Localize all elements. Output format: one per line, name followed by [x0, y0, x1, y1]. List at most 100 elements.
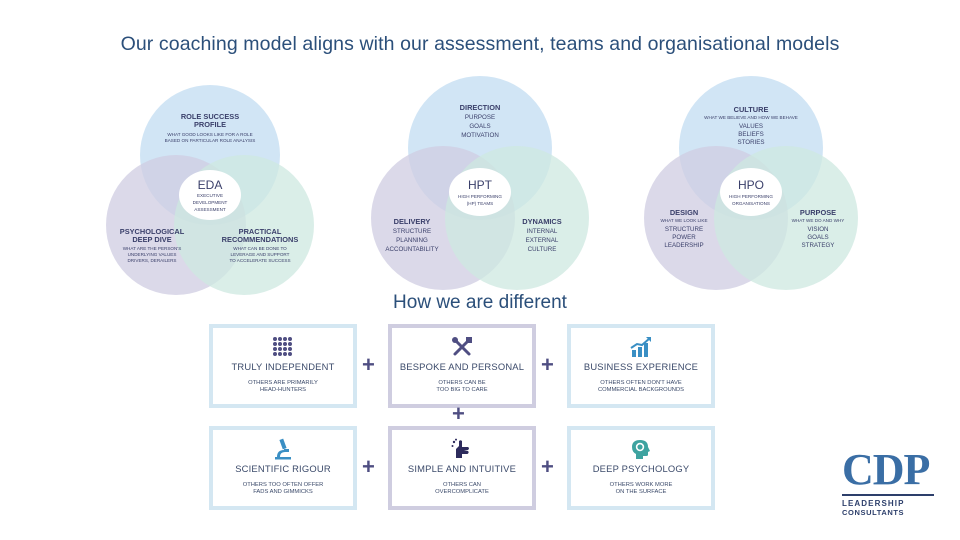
role-success-desc-2: BASED ON PARTICULAR ROLE ANALYSIS [165, 138, 256, 143]
practical-desc-1: WHAT CAN BE DONE TO [233, 246, 287, 251]
card-desc-line-1: OTHERS OFTEN DON'T HAVE [600, 380, 682, 386]
direction-l2: GOALS [469, 123, 490, 130]
card-desc-line-1: OTHERS CAN BE [438, 380, 486, 386]
direction-l1: PURPOSE [465, 114, 495, 121]
design-l1: STRUCTURE [665, 226, 703, 233]
card-business-experience: BUSINESS EXPERIENCE OTHERS OFTEN DON'T H… [567, 324, 715, 408]
purpose-l3: STRATEGY [802, 242, 835, 249]
venn-diagrams: ROLE SUCCESS PROFILE WHAT GOOD LOOKS LIK… [106, 76, 858, 295]
culture-l2: BELIEFS [738, 131, 763, 138]
delivery-l1: STRUCTURE [393, 228, 431, 235]
card-truly-independent: TRULY INDEPENDENT OTHERS ARE PRIMARILY H… [209, 324, 357, 408]
culture-heading: CULTURE [734, 105, 769, 114]
card-bespoke-personal: BESPOKE AND PERSONAL OTHERS CAN BE TOO B… [388, 324, 536, 408]
eda-sub-2: DEVELOPMENT [193, 200, 228, 205]
brain-head-icon [571, 438, 711, 460]
practical-desc-2: LEVERAGE AND SUPPORT [231, 252, 290, 257]
card-desc: OTHERS TOO OFTEN OFFER FADS AND GIMMICKS [233, 482, 333, 496]
plus-sign: + [362, 352, 375, 377]
role-success-desc: WHAT GOOD LOOKS LIKE FOR A ROLE [167, 132, 252, 137]
psych-desc-3: DRIVERS, DERAILERS [127, 258, 176, 263]
cdp-logo: CDP LEADERSHIP CONSULTANTS [842, 448, 934, 517]
culture-l3: STORIES [737, 139, 764, 146]
dynamics-heading: DYNAMICS [522, 217, 561, 226]
delivery-l2: PLANNING [396, 237, 428, 244]
plus-sign: + [362, 454, 375, 479]
card-deep-psychology: DEEP PSYCHOLOGY OTHERS WORK MORE ON THE … [567, 426, 715, 510]
purpose-l2: GOALS [807, 234, 828, 241]
plus-sign: + [541, 352, 554, 377]
practical-heading: PRACTICAL [239, 227, 282, 236]
card-desc-line-1: OTHERS ARE PRIMARILY [248, 380, 318, 386]
hpo-sub-1: HIGH PERFORMING [729, 194, 773, 199]
card-desc-line-1: OTHERS TOO OFTEN OFFER [242, 482, 324, 488]
role-success-heading: ROLE SUCCESS [181, 112, 239, 121]
culture-desc: WHAT WE BELIEVE AND HOW WE BEHAVE [704, 115, 798, 120]
design-desc: WHAT WE LOOK LIKE [660, 218, 707, 223]
purpose-heading: PURPOSE [800, 208, 836, 217]
practical-heading-2: RECOMMENDATIONS [222, 235, 299, 244]
hpo-center [720, 168, 782, 216]
direction-l3: MOTIVATION [461, 132, 499, 139]
eda-sub-1: EXECUTIVE [197, 193, 223, 198]
venn-circle-dynamics [445, 146, 589, 290]
delivery-heading: DELIVERY [394, 217, 431, 226]
culture-l1: VALUES [739, 123, 763, 130]
plus-sign: + [541, 454, 554, 479]
card-desc-line-2: ON THE SURFACE [615, 489, 667, 495]
card-title: BESPOKE AND PERSONAL [399, 361, 525, 372]
card-title: TRULY INDEPENDENT [231, 361, 335, 372]
delivery-l3: ACCOUNTABILITY [385, 246, 438, 253]
hpo-sub-2: ORGANISATIONS [732, 201, 770, 206]
dynamics-l3: CULTURE [528, 246, 557, 253]
card-desc-line-2: HEAD-HUNTERS [259, 387, 307, 393]
hpt-center [449, 168, 511, 216]
card-title: BUSINESS EXPERIENCE [583, 361, 699, 372]
eda-sub-3: ASSESSMENT [194, 207, 226, 212]
psych-desc-1: WHAT ARE THE PERSON'S [123, 246, 182, 251]
design-l3: LEADERSHIP [664, 242, 703, 249]
microscope-icon [213, 438, 353, 460]
logo-divider [842, 494, 934, 496]
purpose-l1: VISION [808, 226, 829, 233]
hand-icon [392, 438, 532, 460]
hpt-sub-2: (HP) TEAMS [467, 201, 493, 206]
card-desc-line-1: OTHERS WORK MORE [609, 482, 673, 488]
growth-chart-icon [571, 336, 711, 358]
practical-desc-3: TO ACCELERATE SUCCESS [229, 258, 290, 263]
card-simple-intuitive: SIMPLE AND INTUITIVE OTHERS CAN OVERCOMP… [388, 426, 536, 510]
card-desc-line-2: OVERCOMPLICATE [435, 489, 489, 495]
design-heading: DESIGN [670, 208, 698, 217]
card-desc: OTHERS ARE PRIMARILY HEAD-HUNTERS [233, 380, 333, 394]
card-title: DEEP PSYCHOLOGY [592, 463, 690, 474]
card-scientific-rigour: SCIENTIFIC RIGOUR OTHERS TOO OFTEN OFFER… [209, 426, 357, 510]
grid-icon [213, 336, 353, 358]
design-l2: POWER [672, 234, 696, 241]
page-title: Our coaching model aligns with our asses… [120, 33, 840, 55]
psych-desc-2: UNDERLYING VALUES [128, 252, 177, 257]
plus-sign: + [452, 401, 465, 426]
card-desc-line-2: TOO BIG TO CARE [436, 387, 488, 393]
card-desc: OTHERS CAN OVERCOMPLICATE [412, 482, 512, 496]
section-heading: How we are different [393, 292, 567, 313]
logo-line-1: LEADERSHIP [842, 499, 905, 508]
card-desc: OTHERS CAN BE TOO BIG TO CARE [412, 380, 512, 394]
card-title: SCIENTIFIC RIGOUR [235, 463, 331, 474]
eda-center [179, 170, 241, 220]
role-success-heading-2: PROFILE [194, 120, 226, 129]
card-title: SIMPLE AND INTUITIVE [407, 463, 517, 474]
card-desc: OTHERS WORK MORE ON THE SURFACE [591, 482, 691, 496]
logo-line-2: CONSULTANTS [842, 508, 905, 517]
psych-heading-2: DEEP DIVE [132, 235, 171, 244]
hpo-label: HPO [738, 178, 764, 192]
card-desc-line-1: OTHERS CAN [442, 482, 481, 488]
card-desc-line-2: COMMERCIAL BACKGROUNDS [597, 387, 685, 393]
direction-heading: DIRECTION [460, 103, 501, 112]
tools-icon [392, 336, 532, 358]
eda-label: EDA [198, 178, 223, 192]
hpt-sub-1: HIGH PERFORMING [458, 194, 502, 199]
psych-heading: PSYCHOLOGICAL [120, 227, 185, 236]
purpose-desc: WHAT WE DO AND WHY [792, 218, 845, 223]
card-desc: OTHERS OFTEN DON'T HAVE COMMERCIAL BACKG… [591, 380, 691, 394]
hpt-label: HPT [468, 178, 493, 192]
